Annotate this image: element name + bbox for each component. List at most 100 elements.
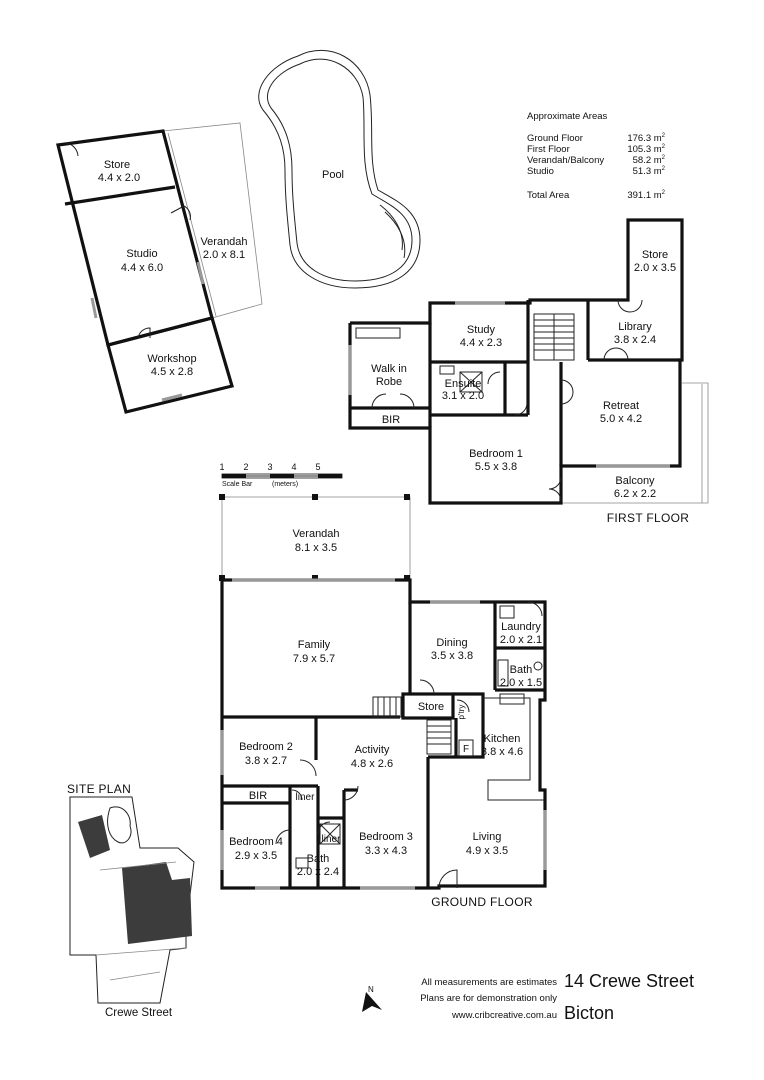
- linen-door: [291, 789, 303, 801]
- bedroom1-door: [514, 402, 528, 416]
- site-house: [122, 862, 192, 944]
- north-label: N: [368, 985, 374, 994]
- store-door-swing: [65, 142, 79, 157]
- area-row-value: 176.3 m2: [627, 133, 665, 144]
- store-door: [419, 679, 435, 695]
- scale-tick: 2: [243, 462, 248, 472]
- room-name: Verandah: [292, 528, 339, 540]
- room-name: Store: [418, 701, 444, 713]
- bath2-shower: [319, 823, 341, 845]
- site-plan-title: SITE PLAN: [67, 782, 131, 796]
- bedroom4-door: [275, 829, 291, 845]
- pool-inner-edge: [266, 58, 413, 282]
- outbuilding-plan: Store 4.4 x 2.0 Studio 4.4 x 6.0 Veranda…: [56, 122, 263, 414]
- north-arrow: N: [362, 985, 382, 1012]
- laundry-tub: [499, 605, 515, 619]
- room-name: Family: [298, 639, 331, 651]
- room-dims: 6.2 x 2.2: [614, 488, 656, 500]
- site-outbuilding: [78, 815, 110, 858]
- room-name: Bath: [510, 664, 533, 676]
- bedroom3-door: [343, 785, 359, 801]
- pantry-door: [456, 699, 470, 713]
- scale-tick: 4: [291, 462, 296, 472]
- scale-tick: 3: [267, 462, 272, 472]
- room-name: Verandah: [200, 236, 247, 248]
- linen-label: liner: [322, 834, 342, 845]
- room-name: Bedroom 2: [239, 741, 293, 753]
- room-name: Living: [473, 831, 502, 843]
- scale-bar: 1 2 3 4 5 Scale Bar (meters): [219, 462, 343, 488]
- first-floor-label: FIRST FLOOR: [607, 511, 689, 525]
- bath-toilet: [533, 661, 543, 671]
- pool-label: Pool: [322, 169, 344, 181]
- ground-floor-label: GROUND FLOOR: [431, 895, 533, 909]
- address-street: 14 Crewe Street: [564, 971, 694, 991]
- room-name: BIR: [249, 790, 267, 802]
- room-name: Retreat: [603, 400, 639, 412]
- room-name: Workshop: [147, 353, 196, 365]
- room-dims: 5.5 x 3.8: [475, 461, 517, 473]
- ground-stairs: [426, 719, 452, 755]
- outbuilding-partition-wall: [64, 185, 176, 206]
- footer-line: Plans are for demonstration only: [420, 993, 557, 1004]
- outbuilding-walls: [56, 129, 214, 347]
- scale-tick: 1: [219, 462, 224, 472]
- bath2-door: [317, 821, 331, 835]
- linen-label: liner: [296, 792, 316, 803]
- room-name: BIR: [382, 414, 400, 426]
- room-name: Bedroom 3: [359, 831, 413, 843]
- room-name: Balcony: [615, 475, 655, 487]
- pool: Pool: [258, 50, 421, 289]
- north-arrow-icon: [362, 992, 382, 1012]
- area-row-value: 105.3 m2: [627, 144, 665, 155]
- room-dims: 3.1 x 2.0: [442, 390, 484, 402]
- area-row-label: First Floor: [527, 144, 570, 155]
- fridge-label: F: [463, 744, 469, 755]
- site-line: [109, 971, 161, 981]
- room-dims: 2.0 x 1.5: [500, 677, 542, 689]
- outbuilding-window: [161, 393, 183, 402]
- laundry-door: [527, 601, 543, 617]
- library-doors: [603, 347, 629, 361]
- room-name: Walk in: [371, 363, 407, 375]
- area-total-label: Total Area: [527, 190, 570, 201]
- room-dims: 4.4 x 2.0: [98, 172, 140, 184]
- stair-treads: [534, 314, 574, 360]
- room-dims: 4.9 x 3.5: [466, 845, 508, 857]
- kitchen-sink: [499, 693, 525, 705]
- room-name: Library: [618, 321, 652, 333]
- scale-bar-segment: [318, 474, 342, 478]
- ensuite-door: [487, 371, 501, 385]
- bath2-basin: [295, 857, 309, 869]
- scale-bar-unit: (meters): [272, 481, 298, 488]
- bir-doors: [371, 393, 415, 409]
- pool-steps: [379, 204, 403, 251]
- site-line: [95, 947, 187, 956]
- room-dims: 3.8 x 2.4: [614, 334, 656, 346]
- ensuite-basin: [439, 365, 455, 375]
- room-dims: 7.9 x 5.7: [293, 653, 335, 665]
- site-line: [99, 861, 177, 871]
- room-name: Bedroom 4: [229, 836, 283, 848]
- site-street: Crewe Street: [105, 1007, 173, 1019]
- scale-tick: 5: [315, 462, 320, 472]
- room-name: Bath: [307, 853, 330, 865]
- address-suburb: Bicton: [564, 1003, 614, 1023]
- room-name: Studio: [126, 248, 157, 260]
- room-name: Kitchen: [484, 733, 521, 745]
- footer: All measurements are estimates Plans are…: [420, 971, 694, 1023]
- room-dims: 2.0 x 2.4: [297, 866, 339, 878]
- room-dims: 8.1 x 3.5: [295, 542, 337, 554]
- bath-vanity: [497, 659, 509, 687]
- pantry-label: p'try: [457, 705, 466, 720]
- bath2-shower-x: [319, 823, 341, 845]
- robe-shelf: [355, 327, 401, 339]
- room-dims: 2.9 x 3.5: [235, 850, 277, 862]
- retreat-doors: [560, 379, 574, 405]
- ground-floor-plan: Verandah 8.1 x 3.5 Family 7.9 x 5.7 Dini…: [219, 494, 547, 909]
- room-dims: 4.8 x 2.6: [351, 758, 393, 770]
- pool-steps: [384, 211, 406, 259]
- room-name: Study: [467, 324, 496, 336]
- outbuilding-window: [90, 297, 98, 319]
